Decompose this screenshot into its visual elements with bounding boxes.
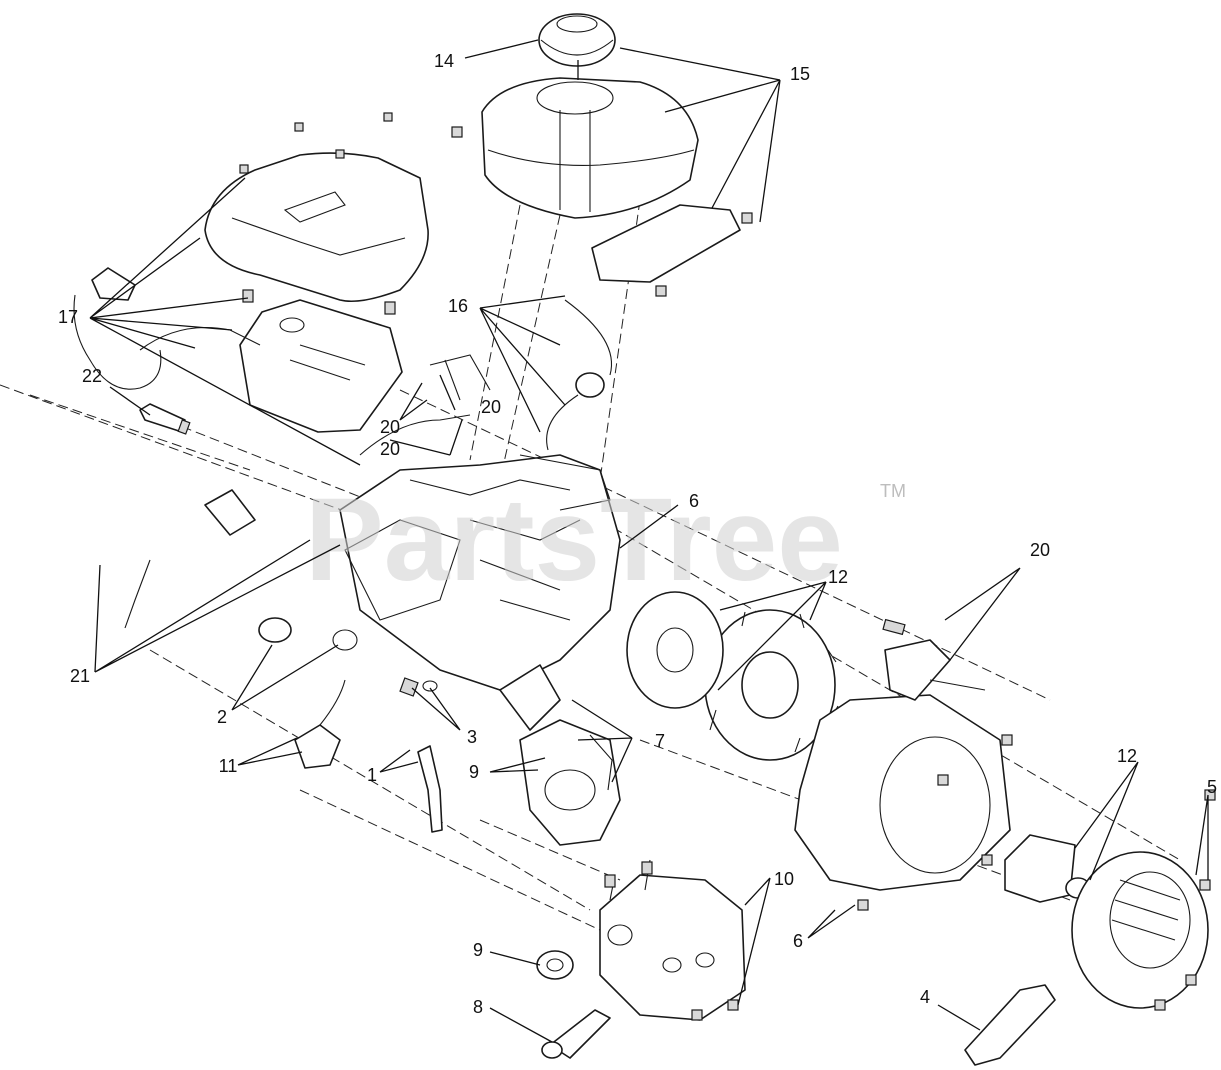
ignition-coil: [73, 267, 261, 629]
callout-6-b[interactable]: 6: [793, 931, 803, 951]
watermark: PartsTree TM: [305, 474, 906, 606]
callout-15[interactable]: 15: [790, 64, 810, 84]
callout-6-a[interactable]: 6: [689, 491, 699, 511]
starter-handle: [964, 984, 1056, 1066]
blower-housing: [794, 694, 1011, 891]
bracket: [882, 618, 986, 701]
callouts: 14 15 17 22 16 20 20 20 6 20 12 21 2 3 7…: [58, 51, 1217, 1017]
recoil-starter: [1071, 851, 1209, 1009]
callout-3[interactable]: 3: [467, 727, 477, 747]
starter-pulley: [626, 591, 724, 709]
callout-9-b[interactable]: 9: [473, 940, 483, 960]
throttle-linkage: [359, 354, 491, 456]
callout-16[interactable]: 16: [448, 296, 468, 316]
callout-12-a[interactable]: 12: [828, 567, 848, 587]
callout-17[interactable]: 17: [58, 307, 78, 327]
carburetor: [499, 664, 621, 846]
muffler-guard: [599, 859, 746, 1021]
watermark-text: PartsTree: [305, 474, 843, 606]
engine-block: [339, 454, 621, 691]
callout-9-a[interactable]: 9: [469, 762, 479, 782]
ignition-key: [541, 1009, 611, 1059]
ignition-switch: [294, 679, 346, 769]
callout-11[interactable]: 11: [219, 756, 238, 776]
valve-cover-gasket: [239, 299, 403, 433]
watermark-trademark: TM: [880, 481, 906, 501]
muffler-plug: [536, 950, 574, 980]
spark-plug: [139, 403, 191, 435]
oil-fill-cap: [258, 617, 358, 651]
callout-8[interactable]: 8: [473, 997, 483, 1017]
callout-2[interactable]: 2: [217, 707, 227, 727]
flywheel: [704, 609, 839, 761]
leader-lines: [89, 39, 1209, 1043]
hardware-bolts: [239, 112, 1216, 1021]
fuel-line: [546, 299, 612, 451]
callout-20-b[interactable]: 20: [380, 417, 400, 437]
callout-1[interactable]: 1: [367, 765, 377, 785]
callout-22[interactable]: 22: [82, 366, 102, 386]
callout-20-a[interactable]: 20: [481, 397, 501, 417]
gas-cap: [538, 13, 616, 67]
callout-12-b[interactable]: 12: [1117, 746, 1137, 766]
callout-21[interactable]: 21: [70, 666, 90, 686]
drain-bolt: [399, 677, 438, 697]
callout-10[interactable]: 10: [774, 869, 794, 889]
fuel-tank: [481, 77, 741, 283]
callout-20-c[interactable]: 20: [380, 439, 400, 459]
callout-14[interactable]: 14: [434, 51, 454, 71]
callout-7[interactable]: 7: [655, 731, 665, 751]
valve-cover: [204, 152, 429, 303]
callout-5[interactable]: 5: [1207, 777, 1217, 797]
callout-20-d[interactable]: 20: [1030, 540, 1050, 560]
callout-4[interactable]: 4: [920, 987, 930, 1007]
drain-hose: [417, 745, 443, 833]
